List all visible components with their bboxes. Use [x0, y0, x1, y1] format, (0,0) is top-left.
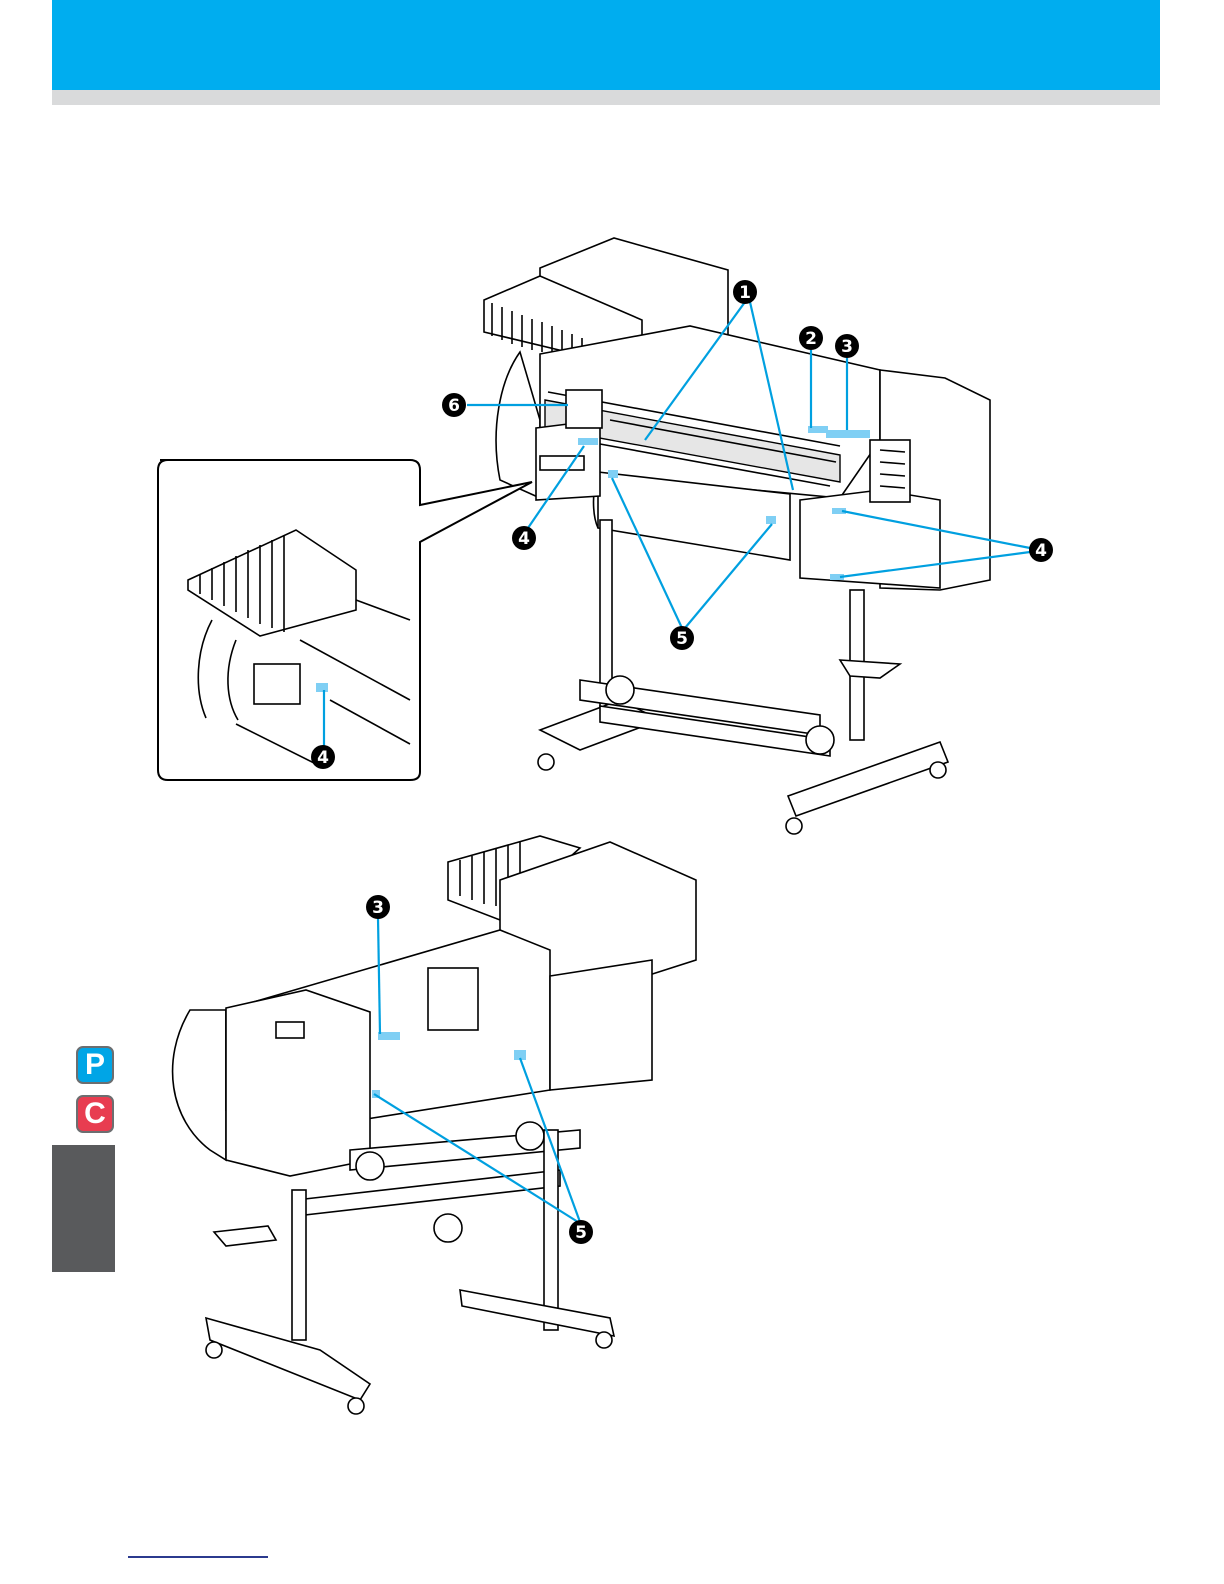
callout-3-front: 3 — [835, 334, 859, 358]
printer-front-view — [467, 238, 1030, 834]
footer-rule — [128, 1556, 268, 1558]
callout-2-front: 2 — [799, 326, 823, 350]
detail-inset — [158, 460, 532, 780]
svg-text:2: 2 — [805, 329, 817, 349]
side-tab-c[interactable]: C — [76, 1095, 114, 1133]
callout-1-front: 1 — [733, 280, 757, 304]
side-chapter-block — [52, 1145, 115, 1272]
svg-text:3: 3 — [372, 898, 384, 918]
callout-5-rear: 5 — [569, 1220, 593, 1244]
callout-4-front-right: 4 — [1029, 538, 1053, 562]
callout-5-front: 5 — [670, 626, 694, 650]
callout-4-detail: 4 — [311, 745, 335, 769]
svg-text:1: 1 — [739, 283, 751, 303]
callout-3-rear: 3 — [366, 895, 390, 919]
svg-text:5: 5 — [676, 629, 688, 649]
callout-4-front-left: 4 — [512, 526, 536, 550]
svg-text:3: 3 — [841, 337, 853, 357]
svg-text:4: 4 — [1035, 541, 1047, 561]
svg-text:6: 6 — [448, 396, 460, 416]
svg-text:5: 5 — [575, 1223, 587, 1243]
callout-6-front: 6 — [442, 393, 466, 417]
side-tab-p[interactable]: P — [76, 1046, 114, 1084]
svg-text:4: 4 — [317, 748, 329, 768]
printer-rear-view — [173, 836, 696, 1414]
svg-text:4: 4 — [518, 529, 530, 549]
